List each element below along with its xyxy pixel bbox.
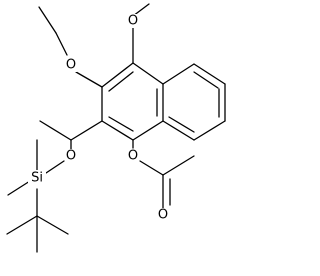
bond-ring-c8a-c1 — [132, 120, 164, 141]
bond-o-si — [42, 160, 65, 176]
bond-ring-c5-c6 — [193, 63, 226, 85]
bond-ring-c7-c8 — [193, 120, 226, 141]
atom-label-o-silyl-ether: O — [66, 149, 76, 164]
bond-ring-c1-c2-inner — [108, 116, 134, 132]
bond-si-methyl-left — [7, 180, 31, 196]
bond-tbu-methyl-right — [36, 215, 69, 235]
bond-chiral-c-methyl — [39, 120, 72, 141]
bond-ethyl-ch3 — [38, 6, 57, 34]
bond-ring-c3-c4-inner — [108, 71, 134, 92]
atom-label-o-carbonyl: O — [158, 208, 168, 223]
bond-ring-c5-c6-inner — [193, 71, 219, 89]
atom-o-carbonyl: O — [157, 208, 169, 223]
bond-tbu-methyl-left — [6, 215, 38, 235]
bond-ring-c1-c2 — [101, 120, 134, 141]
structure-canvas: O O O Si O O — [6, 3, 226, 253]
bond-ring-c8-c8a-inner — [168, 116, 195, 133]
atom-o-methoxy: O — [127, 14, 139, 29]
bond-o-ethoxy-ring — [75, 71, 103, 88]
atom-si: Si — [28, 170, 46, 186]
molecule-drawing: O O O Si O O — [6, 3, 226, 253]
bond-carbonyl-c-methyl — [162, 155, 195, 176]
bond-ring-c4a-c5 — [162, 63, 195, 85]
atom-label-o-methoxy: O — [128, 14, 138, 29]
bond-ring-c4-c4a — [132, 62, 164, 85]
atom-label-o-ethoxy: O — [66, 58, 76, 73]
atom-label-si: Si — [31, 171, 43, 186]
bond-ring-c2-chiral-c — [70, 120, 103, 141]
bond-ethyl-ch2-o — [55, 32, 68, 56]
bond-ring-c3-c4 — [101, 62, 134, 88]
bond-o-ester-carbonyl-c — [139, 160, 164, 176]
atom-o-acetate-ester: O — [127, 149, 139, 164]
bond-ring-c8-c8a — [162, 120, 195, 141]
atom-label-o-acetate-ester: O — [128, 149, 138, 164]
atom-o-ethoxy: O — [65, 58, 77, 73]
atom-o-silyl-ether: O — [65, 149, 77, 164]
